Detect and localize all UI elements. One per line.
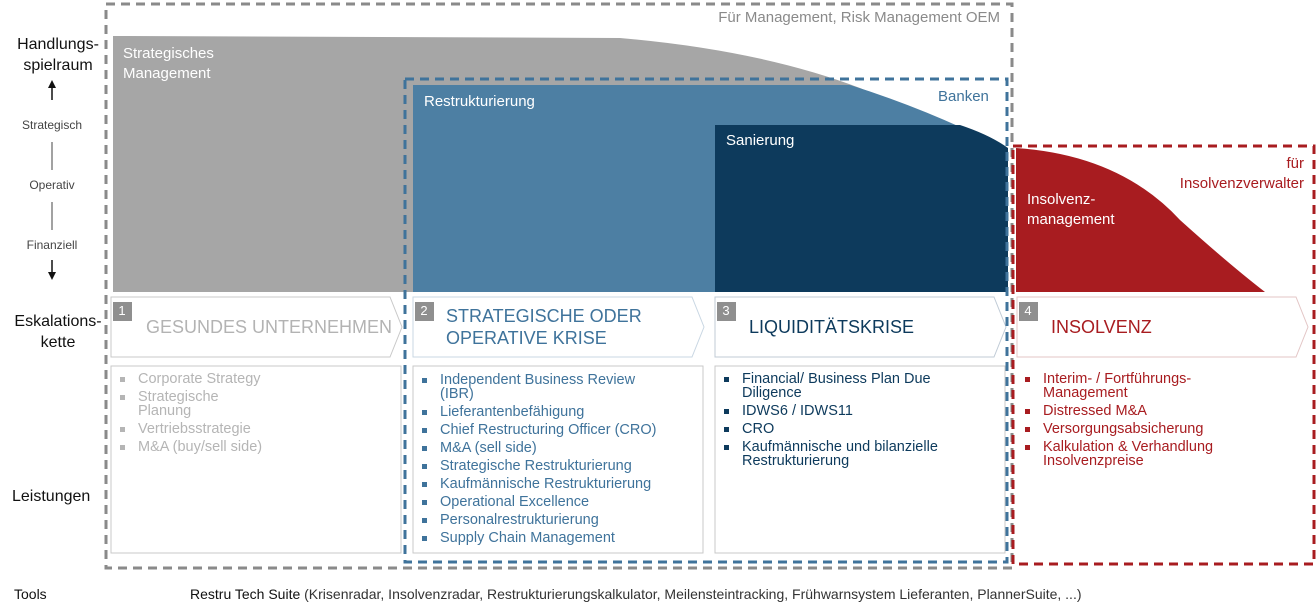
stage-number-3: 3 — [722, 303, 730, 318]
insolvenz-area — [1016, 148, 1265, 292]
stage-number-box-3 — [717, 302, 736, 321]
stage-chevron-3 — [714, 296, 1007, 358]
stage-number-2: 2 — [420, 303, 428, 318]
tools-line: Restru Tech Suite (Krisenradar, Insolven… — [190, 586, 1082, 602]
service-item: M&A (buy/sell side) — [116, 440, 396, 454]
sanierung-area — [715, 125, 1008, 292]
services-panel-1 — [110, 365, 402, 554]
stage-number-4: 4 — [1024, 303, 1032, 318]
services-list-3: Financial/ Business Plan Due Diligence I… — [720, 372, 1005, 472]
label-verwalter-box: für Insolvenzverwalter — [1179, 155, 1304, 192]
service-item: Vertriebsstrategie — [116, 422, 396, 436]
level-operativ: Operativ — [29, 178, 75, 192]
service-item: CRO — [720, 422, 1005, 436]
stage-number-box-4 — [1019, 302, 1038, 321]
service-item: Lieferantenbefähigung — [418, 405, 703, 419]
banken-dashed-box — [403, 77, 1009, 564]
label-insolvenzmanagement: Insolvenz- management — [1027, 191, 1115, 228]
tools-label: Tools — [14, 586, 47, 602]
stage-number-box-1 — [113, 302, 132, 321]
service-item: Strategische Restrukturierung — [418, 459, 703, 473]
level-strategisch: Strategisch — [21, 118, 83, 132]
stage-title-4: INSOLVENZ — [1051, 317, 1152, 337]
verwalter-dashed-box — [1011, 144, 1316, 566]
services-list-1: Corporate Strategy Strategische Planung … — [116, 372, 396, 458]
service-item: Kalkulation & Verhandlung Insolvenzpreis… — [1021, 440, 1306, 468]
label-sanierung: Sanierung — [726, 132, 795, 149]
services-list-4: Interim- / Fortführungs- Management Dist… — [1021, 372, 1306, 472]
service-item: Kaufmännische Restrukturierung — [418, 477, 703, 491]
service-item: Supply Chain Management — [418, 531, 703, 545]
stage-chevron-4 — [1016, 296, 1309, 358]
stage-title-1: GESUNDES UNTERNEHMEN — [146, 317, 393, 337]
stage-chevron-2 — [412, 296, 705, 358]
label-management-box: Für Management, Risk Management OEM — [718, 9, 1000, 26]
stage-title-3: LIQUIDITÄTSKRISE — [749, 317, 915, 337]
stage-number-1: 1 — [118, 303, 126, 318]
service-item: Strategische Planung — [116, 390, 396, 418]
service-item: Personalrestrukturierung — [418, 513, 703, 527]
service-item: M&A (sell side) — [418, 441, 703, 455]
label-banken-box: Banken — [938, 88, 989, 105]
services-list-2: Independent Business Review (IBR) Liefer… — [418, 373, 703, 549]
tools-suite-name: Restru Tech Suite — [190, 586, 301, 602]
service-item: Financial/ Business Plan Due Diligence — [720, 372, 1005, 400]
service-item: Independent Business Review (IBR) — [418, 373, 703, 401]
arrow-down-icon — [48, 272, 56, 280]
service-item: IDWS6 / IDWS11 — [720, 404, 1005, 418]
service-item: Kaufmännische und bilanzielle Restruktur… — [720, 440, 1005, 468]
label-strategisches-management: Strategisches Management — [123, 45, 214, 82]
service-item: Interim- / Fortführungs- Management — [1021, 372, 1306, 400]
services-panel-3 — [714, 365, 1006, 554]
service-item: Corporate Strategy — [116, 372, 396, 386]
stage-number-box-2 — [415, 302, 434, 321]
tools-suite-detail: (Krisenradar, Insolvenzradar, Restruktur… — [300, 586, 1082, 602]
service-item: Operational Excellence — [418, 495, 703, 509]
level-finanziell: Finanziell — [26, 238, 78, 252]
arrow-up-icon — [48, 80, 56, 88]
axis-eskalationskette: Eskalations- kette — [14, 313, 102, 351]
service-item: Chief Restructuring Officer (CRO) — [418, 423, 703, 437]
service-item: Versorgungsabsicherung — [1021, 422, 1306, 436]
label-restrukturierung: Restrukturierung — [424, 93, 535, 110]
service-item: Distressed M&A — [1021, 404, 1306, 418]
services-panel-2 — [412, 365, 704, 554]
axis-handlungsspielraum: Handlungs- spielraum — [17, 36, 99, 74]
stage-title-2: STRATEGISCHE ODER OPERATIVE KRISE — [446, 306, 642, 348]
stage-chevron-1 — [110, 296, 403, 358]
axis-leistungen: Leistungen — [12, 488, 91, 505]
